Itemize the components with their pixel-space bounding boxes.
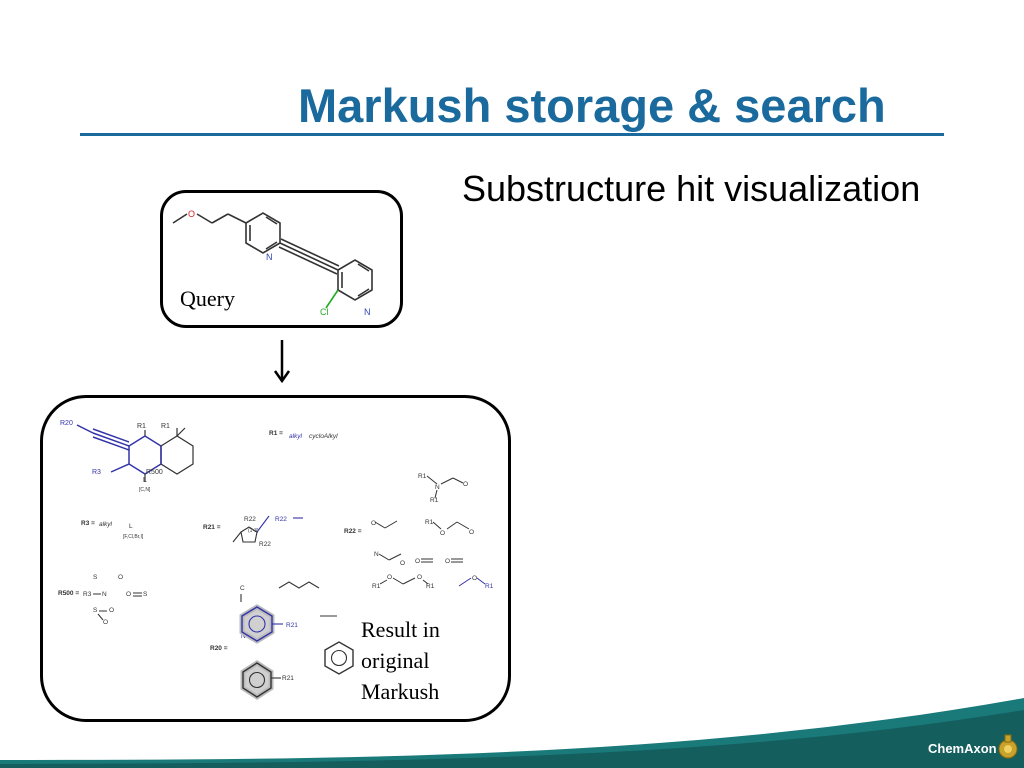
flask-logo-icon <box>998 734 1018 759</box>
result-label-line: Result in <box>361 617 440 642</box>
atom-label: N <box>435 484 440 491</box>
r22-definition-label: R22 = <box>344 528 362 535</box>
r-group-label: R1 <box>137 423 146 430</box>
atom-label: O <box>440 530 445 537</box>
atom-label: O <box>463 481 468 488</box>
r-group-label: R1 <box>418 473 427 480</box>
r1-definition-label: R1 = <box>269 430 283 437</box>
nitrogen-atom: N <box>266 252 273 262</box>
r-group-label: R21 <box>282 675 294 682</box>
atom-label: S <box>93 574 98 581</box>
query-box <box>160 190 403 328</box>
r-group-label: R21 <box>286 622 298 629</box>
r-group-label: R1 <box>430 497 439 504</box>
r-group-label: R500 <box>146 469 163 476</box>
atom-label: C <box>240 585 245 592</box>
r3-linker-label: L <box>129 523 133 530</box>
atom-label: O <box>472 575 477 582</box>
down-arrow-icon <box>273 340 291 384</box>
atom-label: O <box>469 529 474 536</box>
atom-label: O <box>417 574 422 581</box>
r-group-label: R1 <box>161 423 170 430</box>
slide-subtitle: Substructure hit visualization <box>462 168 921 209</box>
markush-structure: R20 R3 R1 R1 L [C,N] R500 R1 = alkyl cyc… <box>58 420 494 700</box>
r1-alkyl-label: alkyl <box>289 433 303 440</box>
r3-definition-label: R3 = <box>81 520 95 527</box>
r20-definition-label: R20 = <box>210 645 228 652</box>
r-group-label: R20 <box>60 420 73 427</box>
r3-halogen-list: [F,Cl,Br,I] <box>123 534 144 540</box>
r1-cycloalkyl-label: cycloAlkyl <box>309 433 338 440</box>
oxygen-atom: O <box>188 209 195 219</box>
atom-label: O <box>103 619 108 626</box>
chlorine-atom: Cl <box>320 307 329 317</box>
atom-label: O <box>118 574 123 581</box>
r-group-label: R22 <box>259 541 271 548</box>
ring-size-label: (1-3) <box>248 528 259 534</box>
footer-swoosh <box>0 698 1024 768</box>
r-group-label: R1 <box>485 583 494 590</box>
atom-label: S <box>143 591 148 598</box>
atom-label: O <box>400 560 405 567</box>
result-label-line: original <box>361 648 430 673</box>
result-label-line: Markush <box>361 679 440 704</box>
r-group-label: R1 <box>425 519 434 526</box>
r-group-label: R3 <box>83 591 92 598</box>
r3-alkyl-label: alkyl <box>99 521 113 528</box>
atom-label: O <box>387 574 392 581</box>
atom-label: N <box>241 633 246 640</box>
atom-label: O <box>445 558 450 565</box>
result-label: Result in original Markush <box>361 614 471 707</box>
r21-definition-label: R21 = <box>203 524 221 531</box>
slide-title: Markush storage & search <box>298 79 886 132</box>
atom-label: O <box>126 591 131 598</box>
atom-label: O <box>109 607 114 614</box>
atom-label: L <box>143 477 147 484</box>
r500-definition-label: R500 = <box>58 590 79 597</box>
atom-label: O <box>415 558 420 565</box>
r-group-label: R1 <box>426 583 435 590</box>
r-group-label: R1 <box>372 583 381 590</box>
nitrogen-atom: N <box>364 307 371 317</box>
r-group-label: R22 <box>244 516 256 523</box>
query-molecule: O N N Cl <box>172 209 373 317</box>
atom-label: N <box>374 551 379 558</box>
atom-label: S <box>93 607 98 614</box>
atom-list-label: [C,N] <box>139 487 151 493</box>
r-group-label: R22 <box>275 516 287 523</box>
atom-label: O <box>371 520 376 527</box>
r-group-label: R3 <box>92 469 101 476</box>
query-label: Query <box>180 286 235 311</box>
brand-name: ChemAxon <box>928 741 997 756</box>
atom-label: N <box>102 591 107 598</box>
title-underline <box>80 133 944 136</box>
